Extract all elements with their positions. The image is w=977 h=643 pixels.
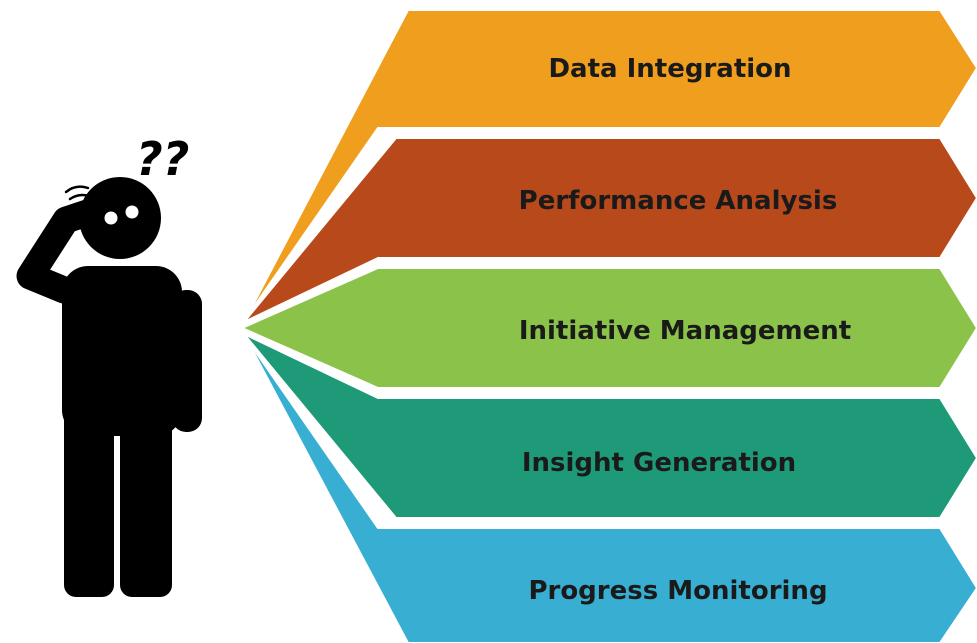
right-leg — [120, 405, 172, 597]
segment-label-progress-monitoring: Progress Monitoring — [528, 576, 827, 606]
segment-label-data-integration: Data Integration — [548, 54, 791, 84]
segment-label-insight-generation: Insight Generation — [522, 448, 796, 478]
scratch-mark-outer — [64, 185, 90, 194]
left-leg — [64, 405, 114, 597]
segment-initiative-management — [241, 267, 977, 389]
raised-arm — [16, 198, 104, 304]
segment-insight-generation — [243, 333, 977, 519]
segment-data-integration — [245, 9, 977, 319]
head-shape — [79, 177, 161, 259]
question-marks: ?? — [136, 132, 189, 186]
scratch-mark-inner — [68, 193, 91, 201]
right-eye — [125, 205, 139, 219]
torso-shape — [62, 266, 182, 436]
segment-performance-analysis — [243, 137, 977, 323]
fan-segments: Data Integration Performance Analysis In… — [241, 9, 977, 643]
left-eye — [104, 211, 118, 225]
segment-label-initiative-management: Initiative Management — [519, 316, 851, 346]
lowered-arm — [172, 290, 202, 432]
segment-label-performance-analysis: Performance Analysis — [519, 186, 838, 216]
segment-progress-monitoring — [245, 337, 977, 643]
confused-person-icon: ?? — [16, 132, 202, 597]
